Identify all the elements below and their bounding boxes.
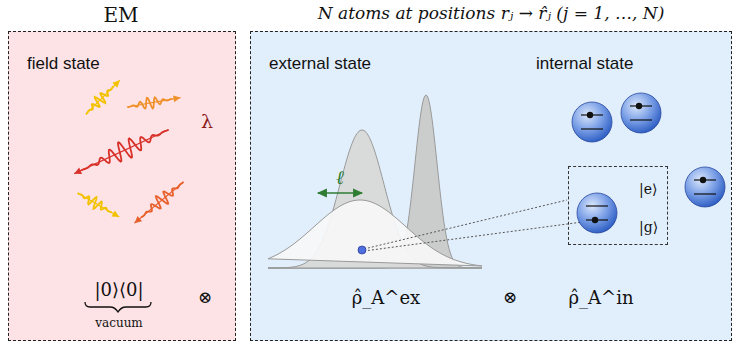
atom bbox=[572, 102, 612, 142]
panel-heading: external state bbox=[269, 54, 371, 74]
photon-axis bbox=[74, 130, 168, 174]
state-symbol: ρ̂_A^in bbox=[568, 287, 633, 309]
wavepacket-group bbox=[268, 95, 482, 268]
gaussian-packet bbox=[268, 95, 482, 268]
panel-heading: internal state bbox=[536, 54, 633, 74]
panel-fill bbox=[8, 31, 236, 341]
photon-axis bbox=[134, 182, 183, 223]
width-arrow bbox=[318, 192, 362, 194]
panel-fill bbox=[250, 31, 732, 341]
photon bbox=[78, 193, 120, 217]
gaussian-packet bbox=[268, 200, 482, 266]
photon bbox=[74, 130, 168, 174]
energy-level bbox=[694, 193, 716, 194]
tensor-symbol: ⊗ bbox=[198, 287, 212, 307]
atom-zoom-box: |e⟩ |g⟩ bbox=[568, 166, 668, 245]
tensor-symbol: ⊗ bbox=[503, 287, 517, 307]
energy-level bbox=[630, 119, 652, 120]
atom-group bbox=[572, 93, 725, 233]
atom-sphere bbox=[685, 167, 725, 207]
electron-dot bbox=[636, 103, 642, 109]
atom-dot bbox=[358, 246, 366, 254]
leader-line bbox=[364, 221, 590, 251]
photon-arrowhead bbox=[74, 168, 82, 174]
photon-arrowhead bbox=[111, 210, 119, 217]
photon-arrowhead bbox=[134, 216, 142, 223]
photon bbox=[86, 80, 120, 114]
panel-title: EM bbox=[103, 3, 138, 27]
state-symbol: |0⟩⟨0| bbox=[94, 279, 143, 301]
photon-axis bbox=[86, 80, 120, 114]
atom bbox=[577, 193, 617, 233]
brace-label: vacuum bbox=[95, 316, 143, 330]
wavelength-label: λ bbox=[201, 110, 213, 133]
energy-level bbox=[581, 128, 603, 129]
electron-dot bbox=[700, 177, 706, 183]
width-label: ℓ bbox=[336, 166, 344, 189]
photon-arrowhead bbox=[112, 80, 119, 87]
photon bbox=[127, 95, 180, 108]
electron-dot bbox=[587, 112, 593, 118]
photon bbox=[134, 182, 183, 223]
level-label: |e⟩ bbox=[639, 181, 657, 198]
atom-sphere bbox=[621, 93, 661, 133]
panel-title: N atoms at positions rⱼ → r̂ⱼ (j = 1, …,… bbox=[318, 3, 665, 23]
photon-group bbox=[74, 80, 183, 223]
atom bbox=[685, 167, 725, 207]
photon-arrowhead bbox=[173, 95, 181, 102]
atom-sphere bbox=[572, 102, 612, 142]
atom-sphere bbox=[577, 193, 617, 233]
energy-level bbox=[586, 205, 608, 206]
leader-line bbox=[364, 200, 567, 249]
gaussian-packet bbox=[268, 130, 482, 268]
photon-axis bbox=[78, 193, 120, 217]
photon-axis bbox=[127, 98, 180, 107]
underbrace bbox=[85, 302, 151, 312]
level-label: |g⟩ bbox=[639, 219, 658, 236]
panel-heading: field state bbox=[27, 54, 100, 74]
electron-dot bbox=[592, 217, 598, 223]
atom bbox=[621, 93, 661, 133]
atom-panel: N atoms at positions rⱼ → r̂ⱼ (j = 1, …,… bbox=[250, 31, 732, 341]
state-symbol: ρ̂_A^ex bbox=[352, 287, 420, 309]
